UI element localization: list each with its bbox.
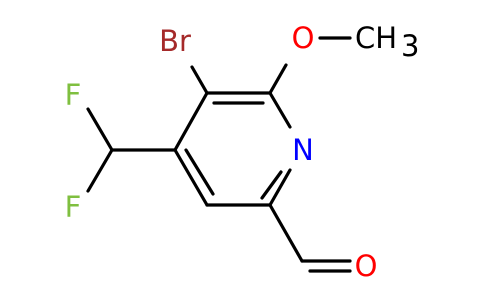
bond-c2-o: [268, 63, 288, 95]
atom-oxygen-aldehyde: O: [355, 249, 378, 283]
atom-fluorine-bottom: F: [65, 190, 82, 224]
atom-labels: Br O CH 3 N F F O: [65, 21, 420, 283]
bond-n-c6: [268, 168, 292, 207]
bond-c6-cho: [268, 203, 304, 263]
pyridine-ring: [173, 91, 292, 207]
bond-c5-c4: [173, 148, 209, 207]
bond-chf2-f-top: [86, 107, 114, 152]
atom-nitrogen: N: [292, 133, 314, 167]
atom-fluorine-top: F: [65, 78, 82, 112]
bond-c3-br: [190, 65, 209, 95]
substituent-bonds: [86, 36, 352, 273]
bond-c2-n: [268, 91, 292, 129]
atom-methyl: CH: [355, 21, 397, 55]
bond-n-c6-inner: [260, 170, 283, 200]
bond-c5-c4-inner: [184, 148, 215, 196]
bond-chf2-f-bottom: [86, 148, 114, 193]
atom-oxygen-methoxy: O: [292, 21, 315, 55]
atom-bromine: Br: [159, 24, 191, 58]
bond-c4-c3: [173, 91, 209, 152]
atom-methyl-subscript: 3: [401, 29, 419, 63]
